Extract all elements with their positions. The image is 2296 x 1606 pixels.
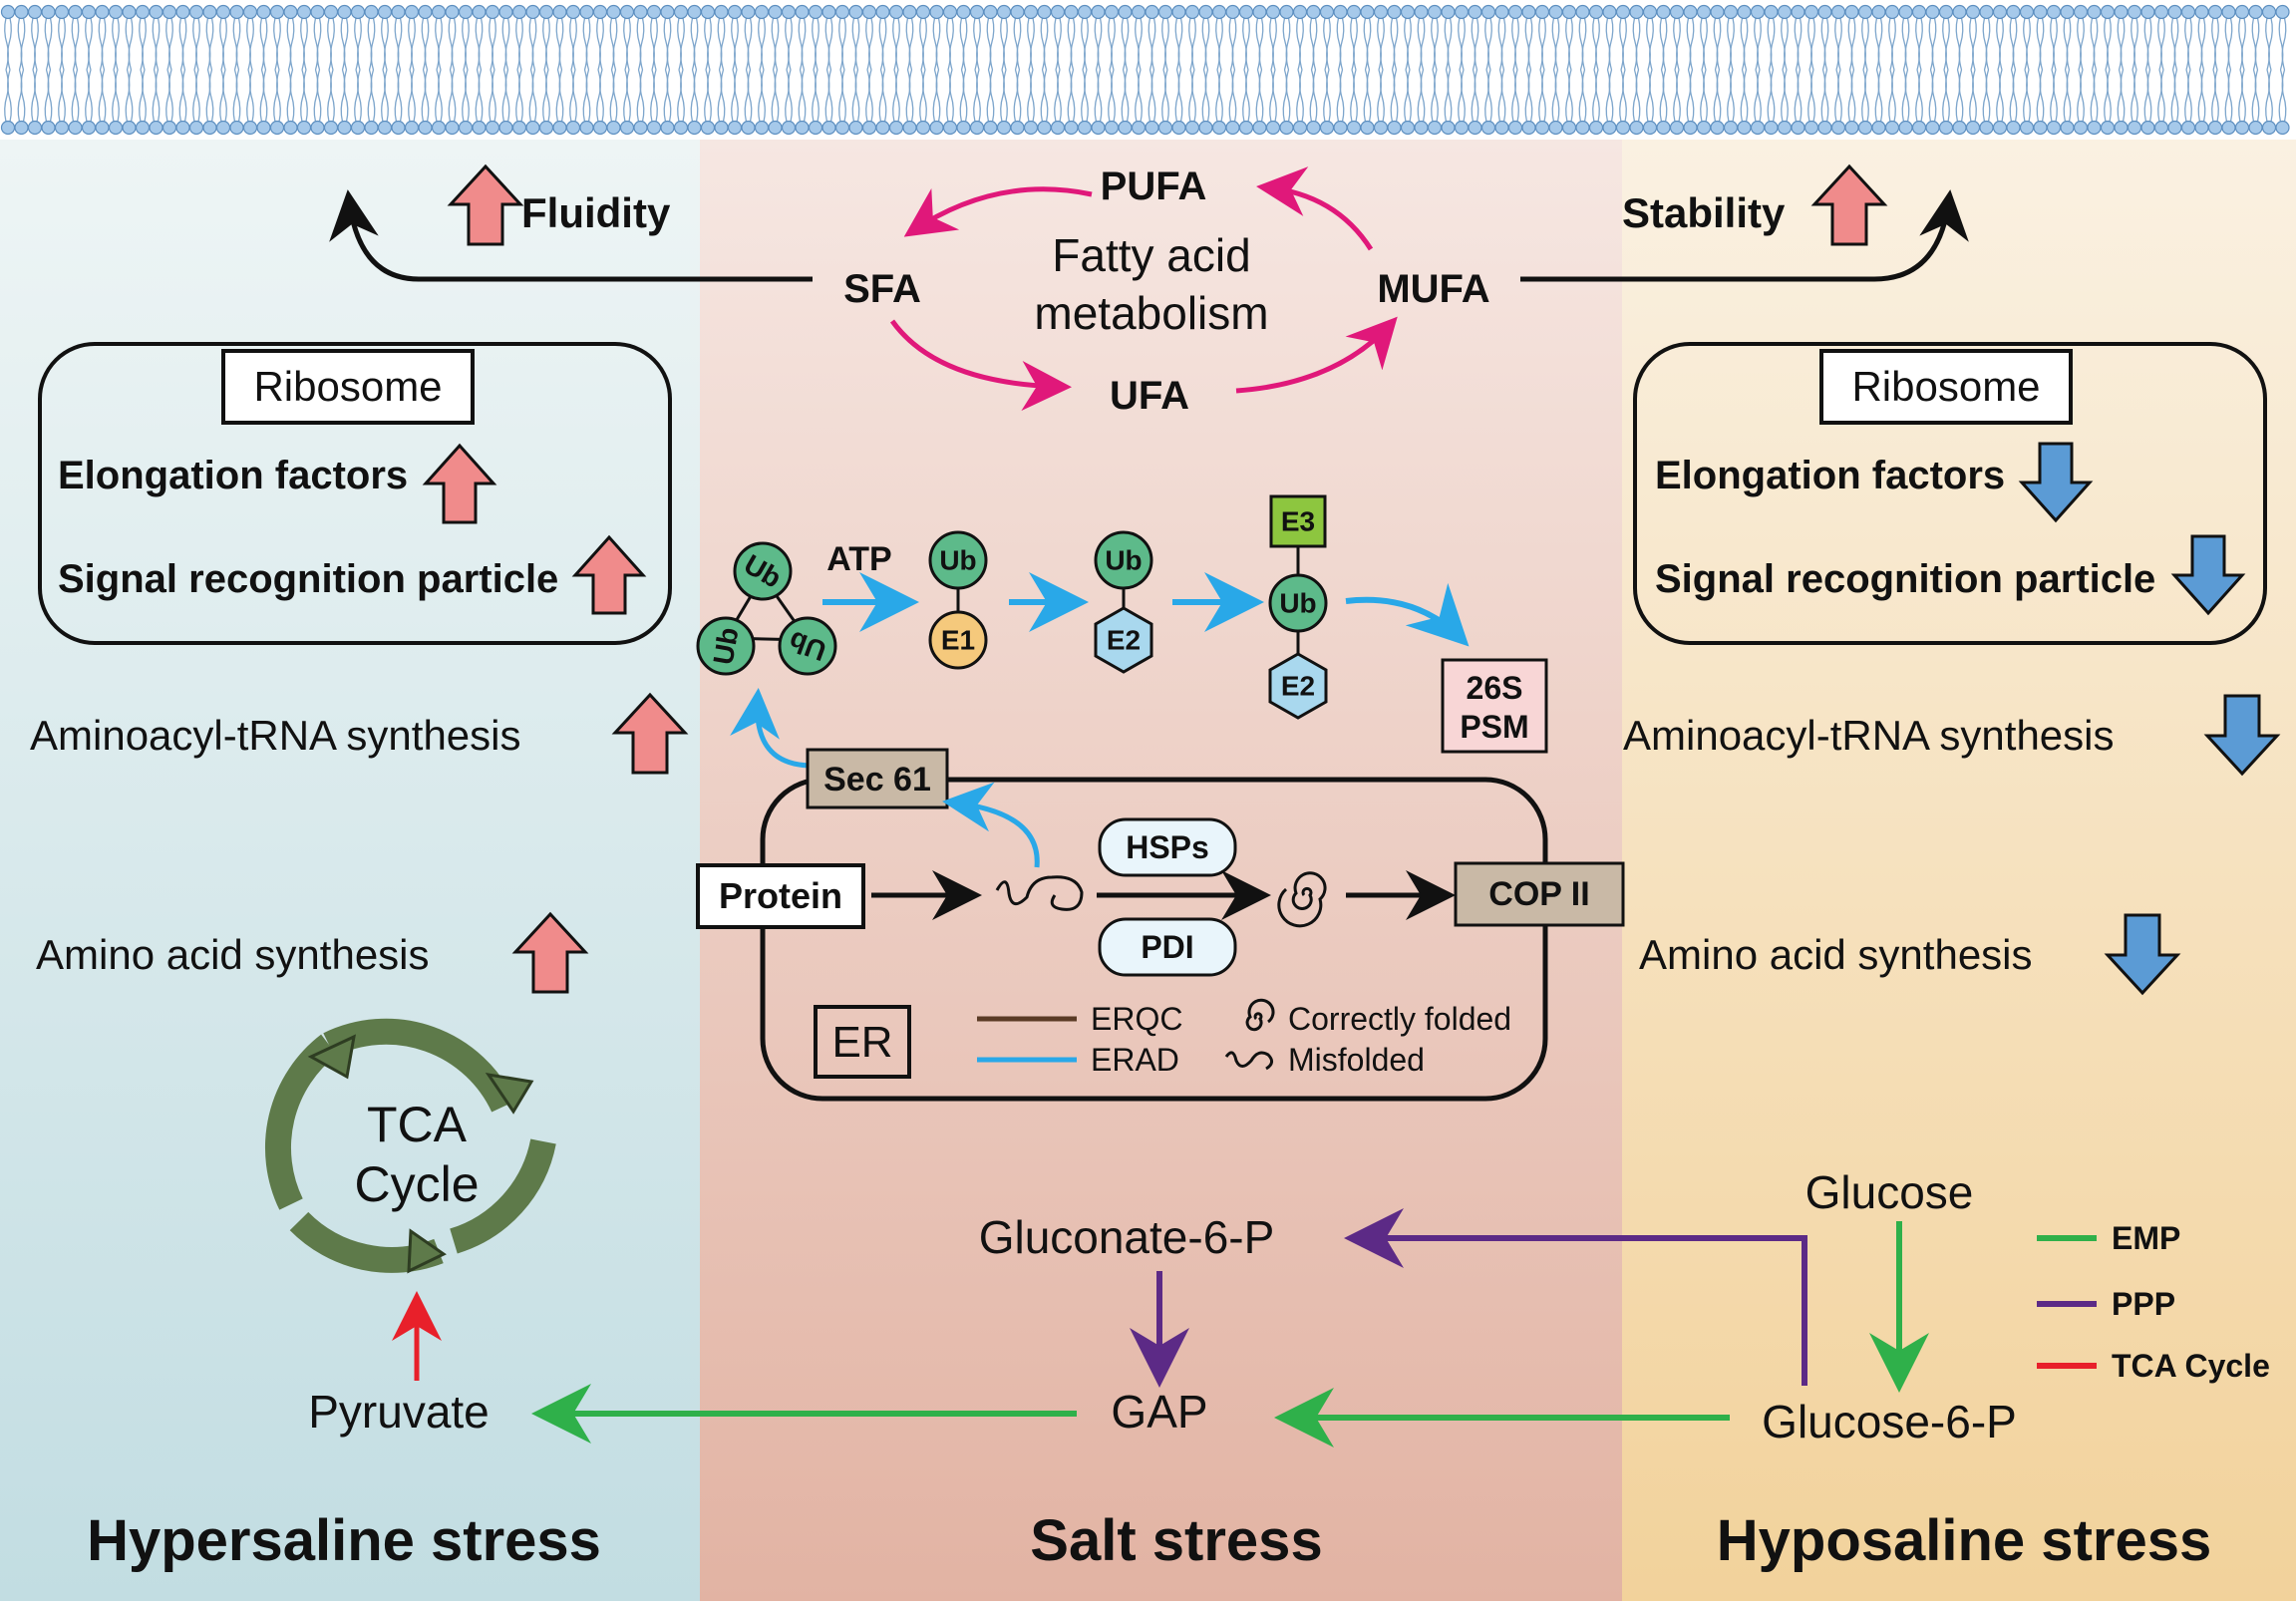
e1-label: E1 bbox=[941, 625, 975, 656]
copii-label: COP II bbox=[1488, 875, 1589, 913]
tca-label-line2: Cycle bbox=[354, 1156, 479, 1212]
atp-label: ATP bbox=[826, 540, 891, 578]
e2-label-second: E2 bbox=[1281, 671, 1315, 702]
down-arrow-icon-right-srp bbox=[2170, 534, 2246, 616]
up-arrow-icon-left-aminoacyl bbox=[611, 692, 689, 775]
gluconate6p-label: Gluconate-6-P bbox=[979, 1211, 1275, 1263]
sfa-to-ufa-arrow bbox=[889, 319, 1072, 412]
tca-label-line1: TCA bbox=[367, 1097, 468, 1152]
sec61-label: Sec 61 bbox=[823, 761, 931, 799]
psm-label-line1: 26S bbox=[1467, 670, 1523, 706]
e3-ub-e2-complex: E3 Ub E2 bbox=[1268, 494, 1328, 720]
hypersaline-title: Hypersaline stress bbox=[87, 1508, 601, 1573]
ufa-label: UFA bbox=[1110, 374, 1189, 418]
left-amino-acid-label: Amino acid synthesis bbox=[36, 931, 430, 978]
sfa-label: SFA bbox=[843, 267, 921, 311]
left-aminoacyl-label: Aminoacyl-tRNA synthesis bbox=[30, 712, 521, 759]
correctly-folded-legend-icon bbox=[1245, 998, 1275, 1032]
ub-e2-ub-label: Ub bbox=[1105, 545, 1142, 576]
fluidity-arrow bbox=[329, 189, 813, 282]
up-arrow-icon-fluidity bbox=[447, 163, 524, 246]
tca-cycle-icon bbox=[264, 1018, 556, 1274]
stability-arrow bbox=[1520, 189, 1969, 282]
ub-e1-complex: Ub E1 bbox=[928, 530, 988, 670]
ub-e2-complex: Ub E2 bbox=[1094, 530, 1153, 674]
erqc-legend-label: ERQC bbox=[1091, 1001, 1182, 1037]
right-elongation-label: Elongation factors bbox=[1655, 454, 2005, 497]
left-ribosome-title: Ribosome bbox=[253, 363, 442, 410]
right-ribosome-box bbox=[1633, 342, 2267, 645]
correctly-folded-protein-icon bbox=[1277, 871, 1327, 928]
sfa-to-pufa-arrow-rev bbox=[903, 186, 1093, 237]
pdi-label: PDI bbox=[1141, 929, 1193, 965]
misfolded-protein-icon bbox=[995, 875, 1084, 911]
er-box bbox=[760, 777, 1548, 1102]
glucose6p-label: Glucose-6-P bbox=[1762, 1396, 2017, 1447]
stability-label: Stability bbox=[1622, 189, 1786, 236]
ub-triangle-group: Ub Ub Ub bbox=[696, 541, 837, 676]
copii-box bbox=[1454, 861, 1625, 927]
fatty-acid-title-line1: Fatty acid bbox=[1052, 229, 1250, 281]
left-ribosome-box bbox=[38, 342, 672, 645]
up-arrow-icon-left-elongation bbox=[422, 443, 497, 524]
misfolded-legend-icon bbox=[1224, 1051, 1273, 1071]
right-aminoacyl-label: Aminoacyl-tRNA synthesis bbox=[1623, 712, 2115, 759]
glucose-label: Glucose bbox=[1805, 1166, 1974, 1218]
sec61-box bbox=[806, 748, 949, 809]
erad-legend-label: ERAD bbox=[1091, 1042, 1179, 1078]
up-arrow-icon-stability bbox=[1810, 163, 1888, 246]
tca-legend-label: TCA Cycle bbox=[2112, 1348, 2270, 1384]
fluidity-label: Fluidity bbox=[521, 189, 671, 236]
g6p-to-gluconate-arrow bbox=[1344, 1208, 1807, 1386]
er-label: ER bbox=[831, 1018, 892, 1067]
emp-legend-label: EMP bbox=[2112, 1220, 2180, 1256]
mufa-label: MUFA bbox=[1377, 267, 1489, 311]
misfolded-legend-label: Misfolded bbox=[1288, 1042, 1425, 1078]
right-ribosome-title-box bbox=[1819, 349, 2073, 425]
down-arrow-icon-right-aminoacyl bbox=[2203, 694, 2281, 777]
proteasome-box bbox=[1441, 658, 1548, 754]
right-ribosome-title: Ribosome bbox=[1851, 363, 2040, 410]
sec61-to-ub-arrow bbox=[730, 688, 814, 769]
left-ribosome-title-box bbox=[221, 349, 475, 425]
down-arrow-icon-right-amino-acid bbox=[2104, 913, 2181, 996]
lipid-bilayer-membrane bbox=[0, 4, 2290, 136]
misfolded-to-sec61-arrow bbox=[942, 782, 1040, 868]
ufa-to-mufa-arrow bbox=[1235, 316, 1398, 394]
pufa-label: PUFA bbox=[1101, 164, 1207, 208]
left-srp-label: Signal recognition particle bbox=[58, 557, 558, 601]
ub-label-left: Ub bbox=[707, 625, 744, 667]
right-srp-label: Signal recognition particle bbox=[1655, 557, 2155, 601]
e2-label-first: E2 bbox=[1107, 625, 1141, 656]
er-label-box bbox=[814, 1005, 911, 1079]
e3-label: E3 bbox=[1281, 506, 1315, 537]
up-arrow-icon-left-amino-acid bbox=[511, 911, 589, 994]
hsps-box bbox=[1098, 817, 1237, 877]
ppp-legend-label: PPP bbox=[2112, 1286, 2175, 1322]
protein-label: Protein bbox=[719, 875, 842, 916]
down-arrow-icon-right-elongation bbox=[2018, 442, 2094, 523]
e3-ub-label: Ub bbox=[1279, 588, 1316, 619]
right-amino-acid-label: Amino acid synthesis bbox=[1639, 931, 2033, 978]
left-elongation-label: Elongation factors bbox=[58, 454, 408, 497]
mufa-to-pufa-arrow bbox=[1256, 166, 1374, 251]
protein-box bbox=[696, 863, 865, 929]
pdi-box bbox=[1098, 917, 1237, 977]
hyposaline-title: Hyposaline stress bbox=[1717, 1508, 2211, 1573]
psm-label-line2: PSM bbox=[1460, 709, 1528, 745]
ub-e1-ub-label: Ub bbox=[939, 545, 976, 576]
up-arrow-icon-left-srp bbox=[571, 534, 647, 615]
gap-label: GAP bbox=[1111, 1386, 1207, 1438]
pyruvate-label: Pyruvate bbox=[308, 1386, 490, 1438]
to-proteasome-arrow bbox=[1345, 582, 1470, 647]
hsps-label: HSPs bbox=[1126, 829, 1209, 865]
salt-stress-title: Salt stress bbox=[1030, 1508, 1322, 1573]
fatty-acid-title-line2: metabolism bbox=[1034, 287, 1268, 339]
correctly-folded-legend-label: Correctly folded bbox=[1288, 1001, 1511, 1037]
